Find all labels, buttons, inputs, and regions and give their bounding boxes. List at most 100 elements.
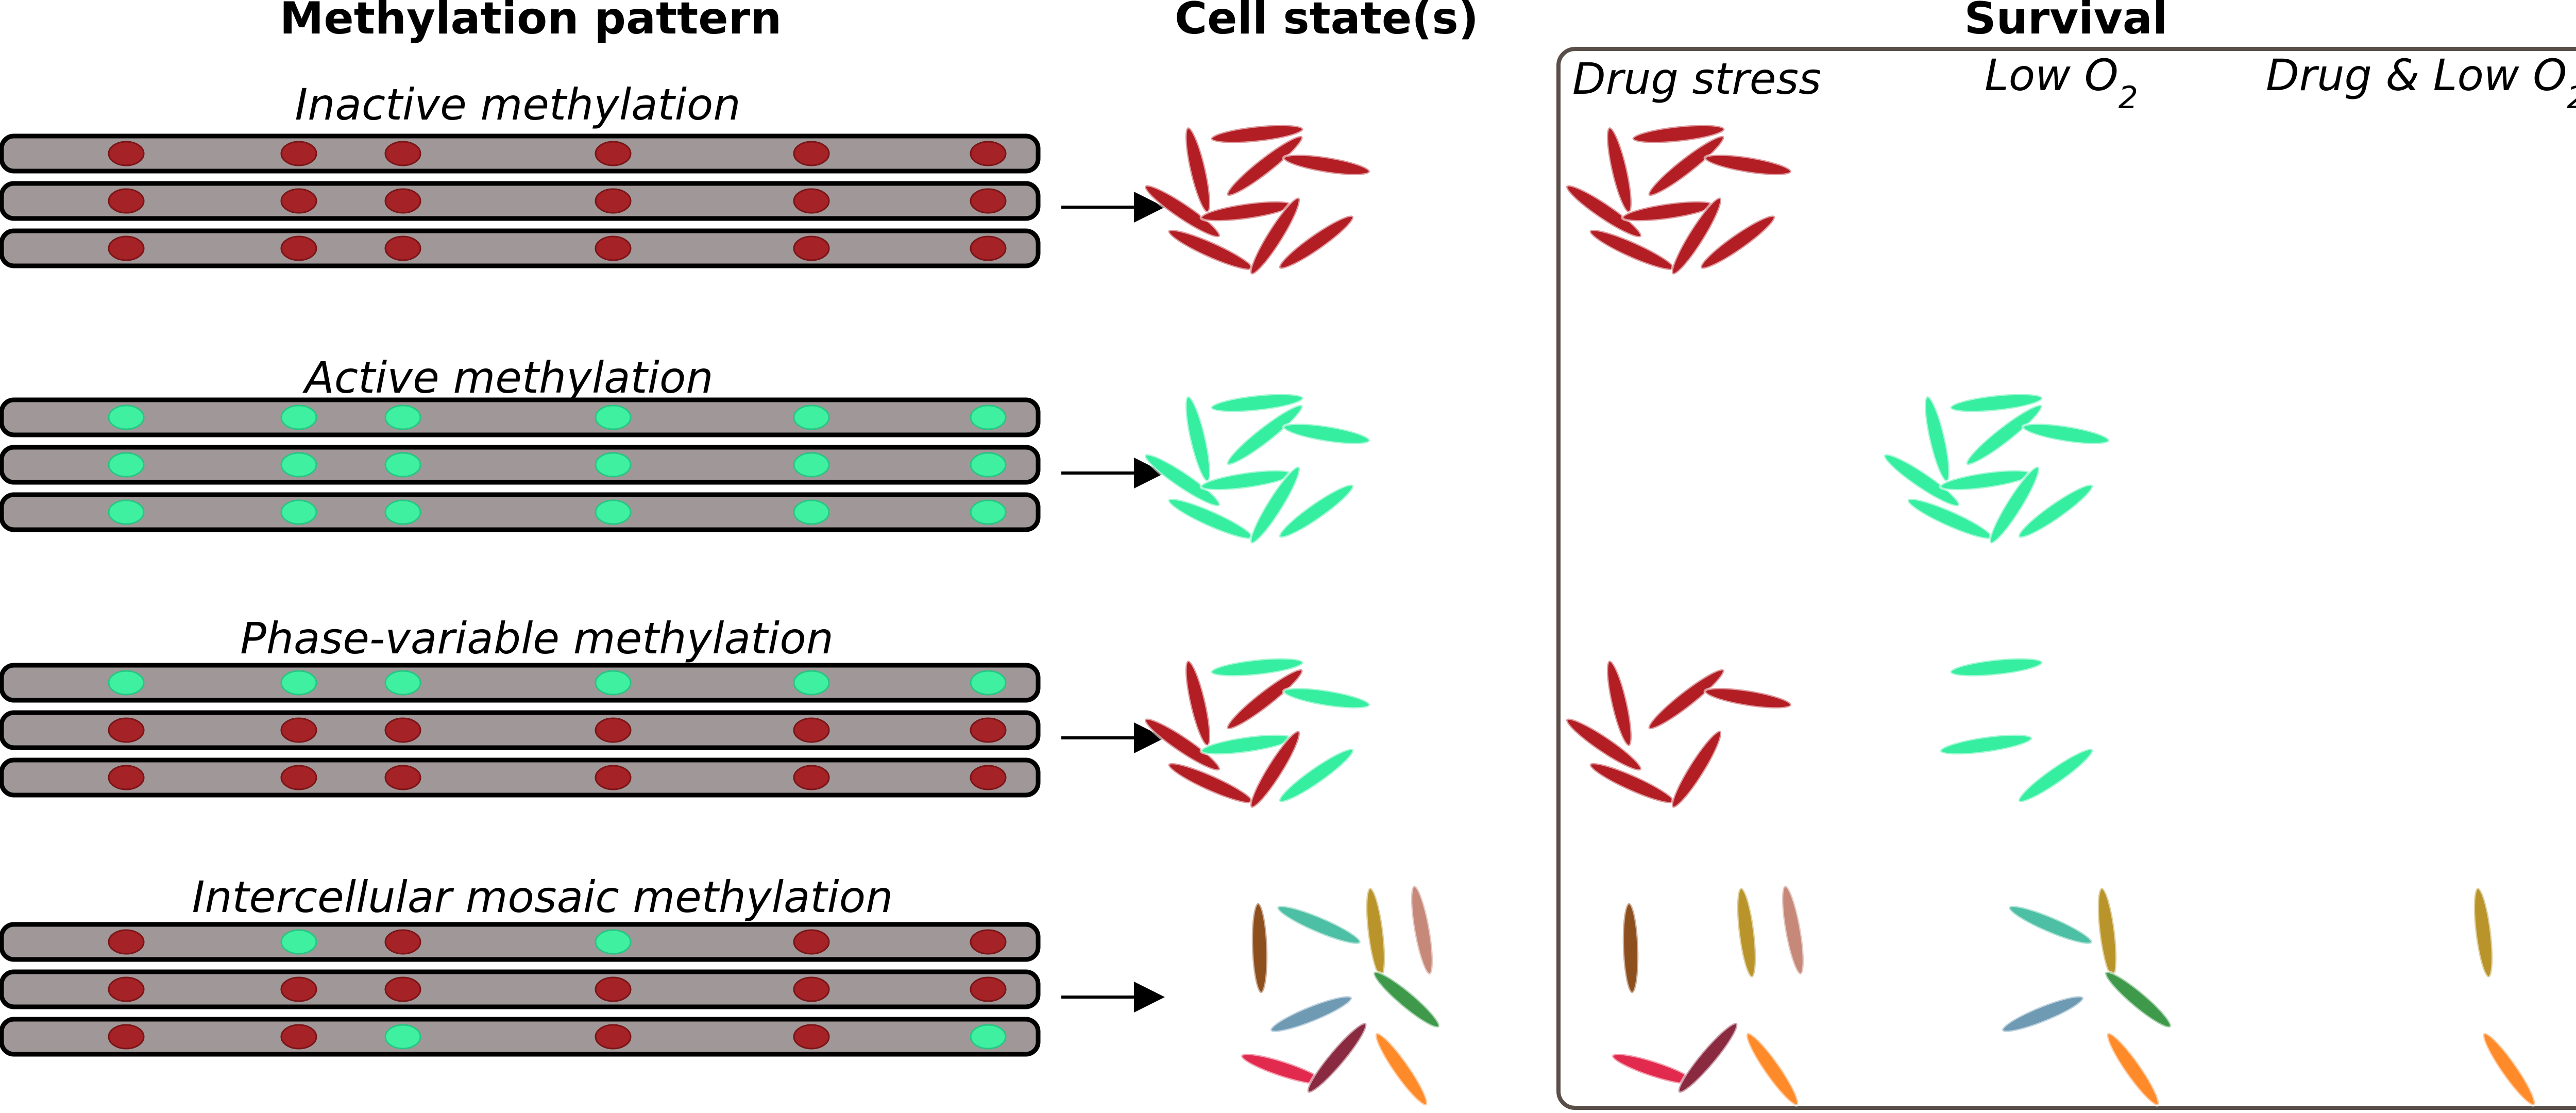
inactive-methylation-site [595,188,632,214]
cell-red [1143,717,1222,772]
cell-green-dark [1372,970,1441,1029]
inactive-methylation-site [280,141,317,166]
inactive-methylation-site [970,765,1007,790]
cell-red [1699,214,1776,271]
dna-strand [0,1017,1041,1057]
cell-orange [2482,1032,2536,1107]
active-methylation-site [595,452,632,478]
cell-green [1209,392,1305,414]
inactive-methylation-site [970,717,1007,743]
cell-green [1282,686,1371,710]
cell-teal [1276,904,1362,946]
active-methylation-site [384,452,421,478]
cell-steel-blue [1269,994,1353,1034]
cell-green [1278,483,1355,539]
inactive-methylation-site [280,976,317,1002]
cell-groups [1143,123,2536,1107]
active-methylation-site [793,404,830,430]
cell-ochre [2096,886,2118,979]
cell-group-mosaic [1240,884,1441,1107]
inactive-methylation-site [793,929,830,955]
inactive-methylation-site [970,188,1007,214]
inactive-methylation-site [108,188,145,214]
cell-red [1209,123,1305,145]
cell-green [1948,392,2044,414]
cell-orange [1745,1032,1800,1107]
dna-strand [0,133,1041,174]
inactive-methylation-site [595,976,632,1002]
survival-lowo2-mosaic [2001,886,2173,1107]
condition-drug-and-low-o2: Drug & Low O2 [2266,50,2576,116]
inactive-methylation-site [280,188,317,214]
active-methylation-site [384,1024,421,1050]
cell-green [2017,483,2094,539]
dna-strand [0,710,1041,750]
active-methylation-site [280,499,317,525]
cell-green [1249,465,1301,545]
inactive-methylation-site [384,765,421,790]
inactive-methylation-site [595,765,632,790]
cell-green [2021,422,2111,446]
inactive-methylation-site [384,717,421,743]
cell-brown [1250,902,1269,994]
cell-red [1278,214,1355,271]
dna-strand [0,492,1041,532]
inactive-methylation-site [280,717,317,743]
active-methylation-site [384,404,421,430]
active-methylation-site [970,670,1007,696]
cell-red [1647,134,1725,197]
active-methylation-site [280,404,317,430]
inactive-methylation-site [793,188,830,214]
cell-red [1703,686,1793,710]
active-methylation-site [970,1024,1007,1050]
cell-red [1282,153,1371,177]
active-methylation-site [384,670,421,696]
cell-ochre [2472,886,2494,979]
inactive-methylation-site [793,717,830,743]
inactive-methylation-site [108,976,145,1002]
active-methylation-site [280,670,317,696]
cell-teal [2007,904,2094,946]
inactive-methylation-site [793,1024,830,1050]
row-label-inactive: Inactive methylation [295,79,740,130]
inactive-methylation-site [384,141,421,166]
survival-drug-lowo2-mosaic [2472,886,2536,1107]
condition-low-o2-main: Low O [1985,50,2119,100]
inactive-methylation-site [280,235,317,261]
cell-maroon [1677,1021,1739,1094]
survival-drug-phase [1565,659,1793,810]
cell-green [1948,656,2044,678]
active-methylation-site [108,404,145,430]
header-methylation-pattern: Methylation pattern [280,0,782,44]
condition-drug-and-low-o2-subscript: 2 [2567,80,2576,116]
cell-red [1143,184,1222,239]
cell-red [1565,184,1643,239]
inactive-methylation-site [595,717,632,743]
inactive-methylation-site [384,976,421,1002]
cell-ochre [1365,886,1386,979]
cell-green [1883,453,1961,508]
survival-drug-inactive [1565,123,1793,276]
inactive-methylation-site [280,765,317,790]
inactive-methylation-site [793,235,830,261]
inactive-methylation-site [970,235,1007,261]
cell-red [1647,668,1725,731]
cell-red [1226,134,1304,197]
cell-red [1703,153,1793,177]
cell-green [2017,747,2094,804]
inactive-methylation-site [793,141,830,166]
active-methylation-site [970,404,1007,430]
active-methylation-site [970,452,1007,478]
dna-strand [0,922,1041,962]
survival-drug-mosaic [1611,884,1805,1107]
condition-low-o2: Low O2 [1985,50,2138,116]
active-methylation-site [108,499,145,525]
inactive-methylation-site [970,929,1007,955]
cell-salmon [1781,884,1805,976]
header-survival: Survival [1964,0,2168,44]
active-methylation-site [595,929,632,955]
inactive-methylation-site [108,141,145,166]
survival-lowo2-active [1883,392,2111,545]
cell-maroon [1306,1021,1368,1094]
cell-orange [1374,1032,1429,1107]
